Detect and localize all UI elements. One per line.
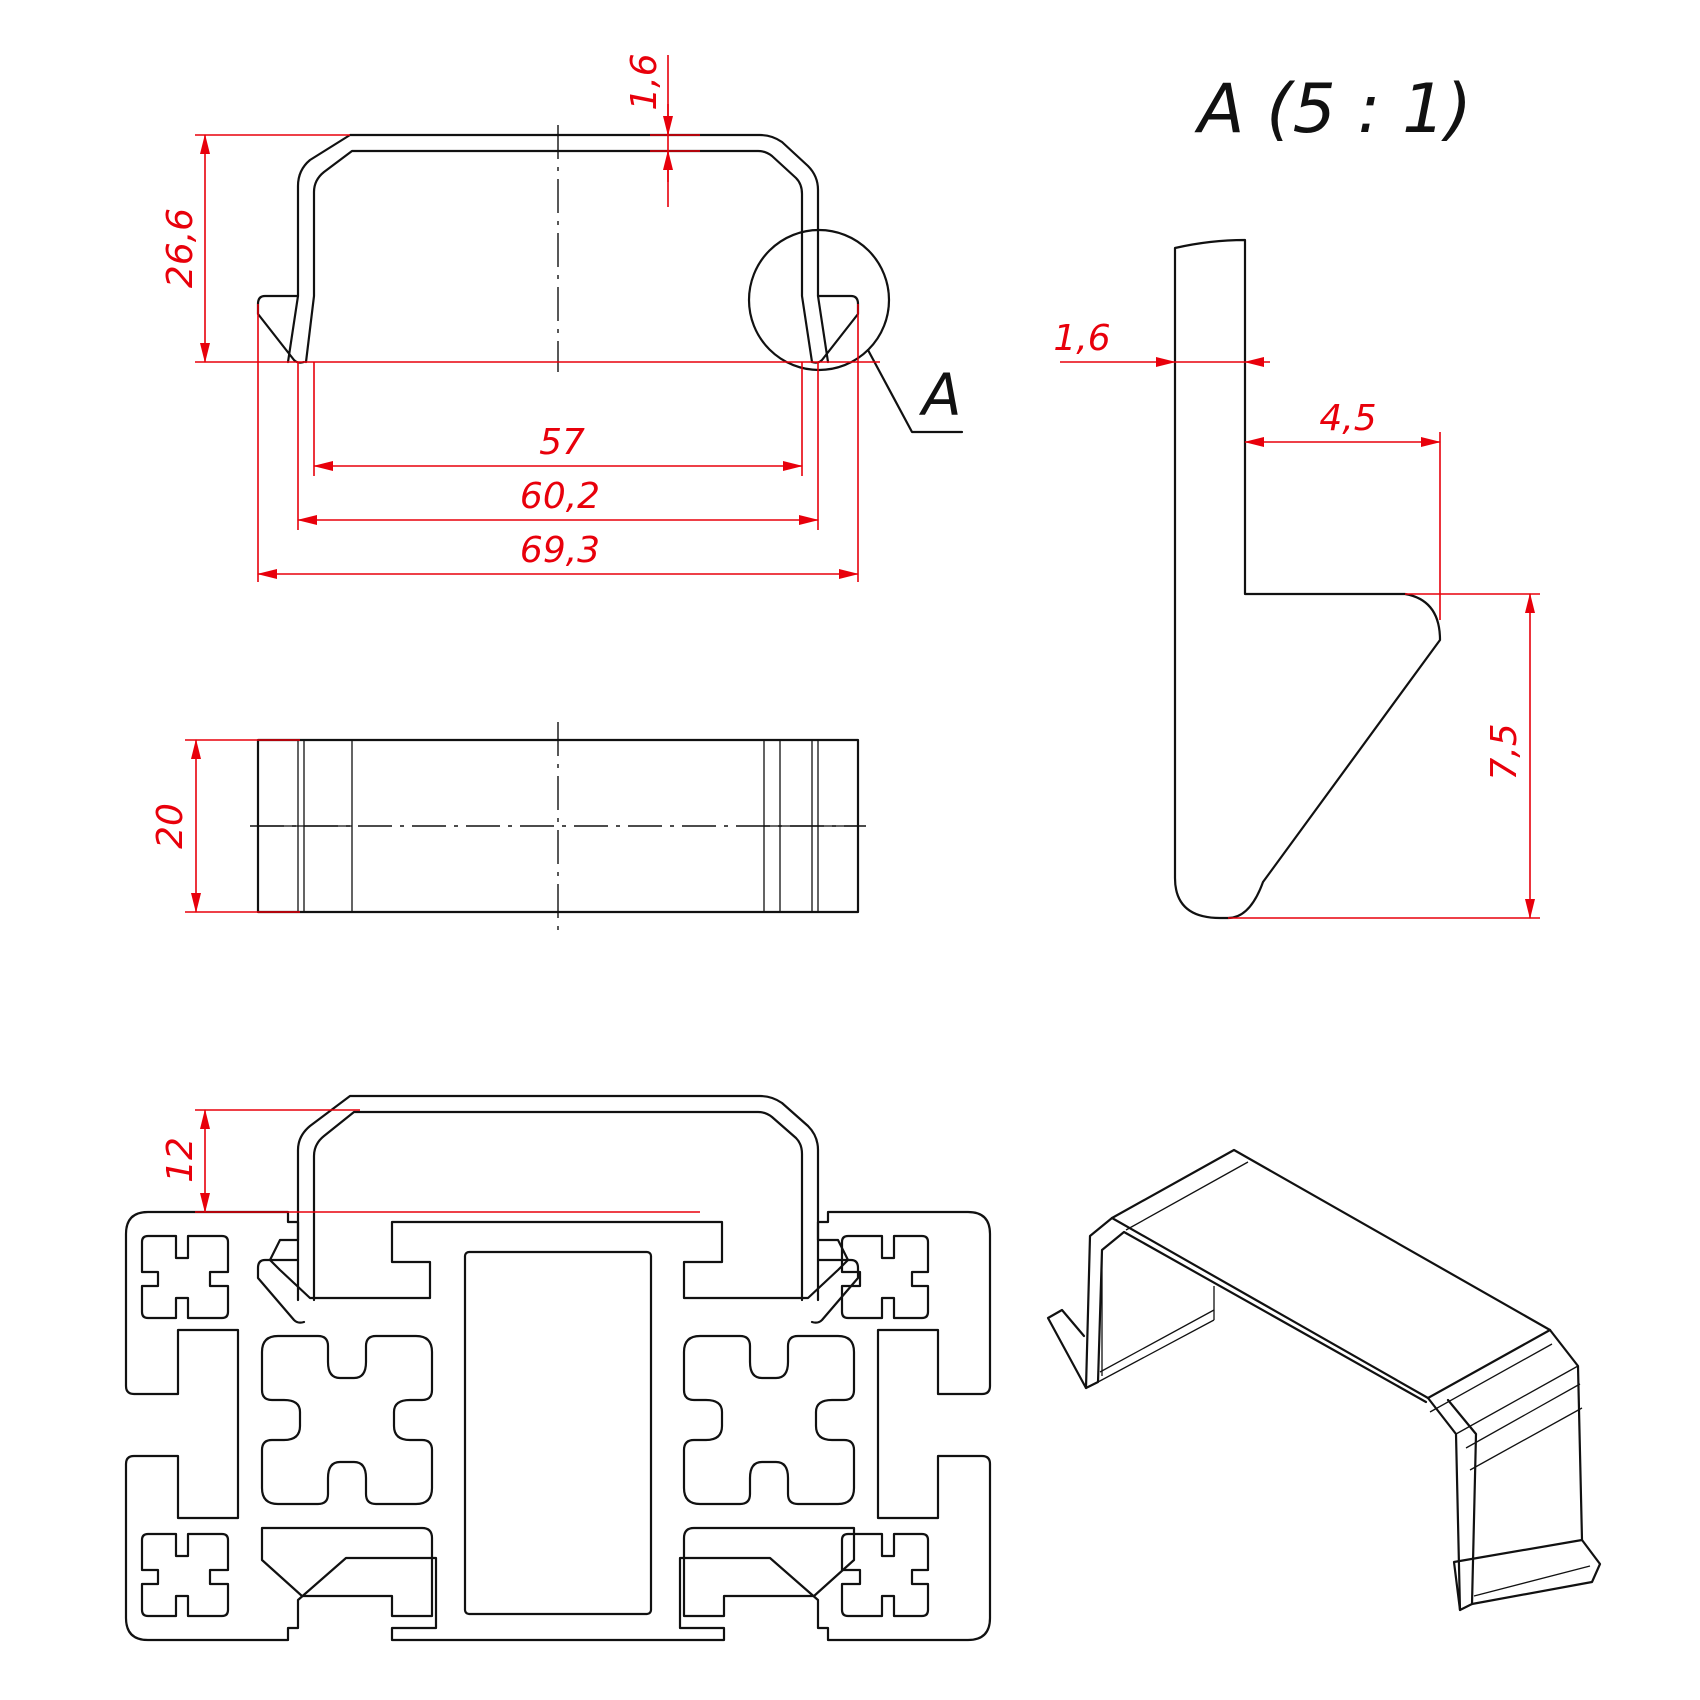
right-core-cavity: [682, 1334, 856, 1506]
detail-a-circle: [747, 228, 891, 372]
dim-inner-width: 57: [539, 422, 585, 463]
lower-left-slot: [260, 1526, 434, 1618]
dim-outer-width: 60,2: [520, 476, 600, 517]
iso-right-hook: [1452, 1538, 1584, 1612]
iso-left-hook: [1046, 1308, 1088, 1390]
installed-clip-left-hook: [256, 1258, 306, 1324]
corner-cavity-top-right: [840, 1234, 930, 1320]
dim-overall-width: 69,3: [520, 530, 600, 571]
detail-view-a: A (5 : 1) 1,6 4,5 7,5: [1053, 70, 1540, 920]
central-cavity: [463, 1250, 653, 1616]
dim-detail-hook-width: 4,5: [1319, 398, 1376, 439]
dim-detail-hook-height: 7,5: [1484, 723, 1525, 780]
dim-height: 26,6: [160, 208, 201, 288]
iso-right-bend: [1426, 1396, 1478, 1612]
installed-clip-right-hook: [810, 1258, 860, 1324]
clip-inner-contour: [304, 149, 814, 364]
clip-outer-contour: [286, 133, 830, 364]
aluminium-profile-outline: [124, 1210, 992, 1642]
corner-cavity-top-left: [140, 1234, 230, 1320]
installed-clip-outer: [296, 1094, 820, 1302]
lower-right-slot: [682, 1526, 856, 1618]
detail-profile: [1173, 238, 1442, 920]
isometric-view: [1046, 1148, 1602, 1612]
installed-clip-inner: [312, 1110, 804, 1302]
corner-cavity-bottom-right: [840, 1532, 930, 1618]
iso-top-face: [1110, 1148, 1552, 1400]
dim-wall-thickness: 1,6: [624, 53, 665, 110]
dim-installed-height: 12: [160, 1137, 201, 1183]
assembly-view: 12: [124, 1094, 992, 1642]
detail-title: A (5 : 1): [1194, 70, 1472, 149]
front-view: A 26,6 1,6 57 60,2 69,3: [160, 53, 964, 582]
top-view: 20: [150, 722, 866, 930]
corner-cavity-bottom-left: [140, 1532, 230, 1618]
left-core-cavity: [260, 1334, 434, 1506]
iso-right-wall: [1470, 1328, 1602, 1606]
detail-a-marker: A: [918, 361, 962, 429]
detail-a-leader: [866, 348, 964, 434]
dim-depth: 20: [150, 803, 191, 849]
iso-left-wall: [1084, 1216, 1428, 1404]
dim-detail-thickness: 1,6: [1053, 318, 1110, 359]
